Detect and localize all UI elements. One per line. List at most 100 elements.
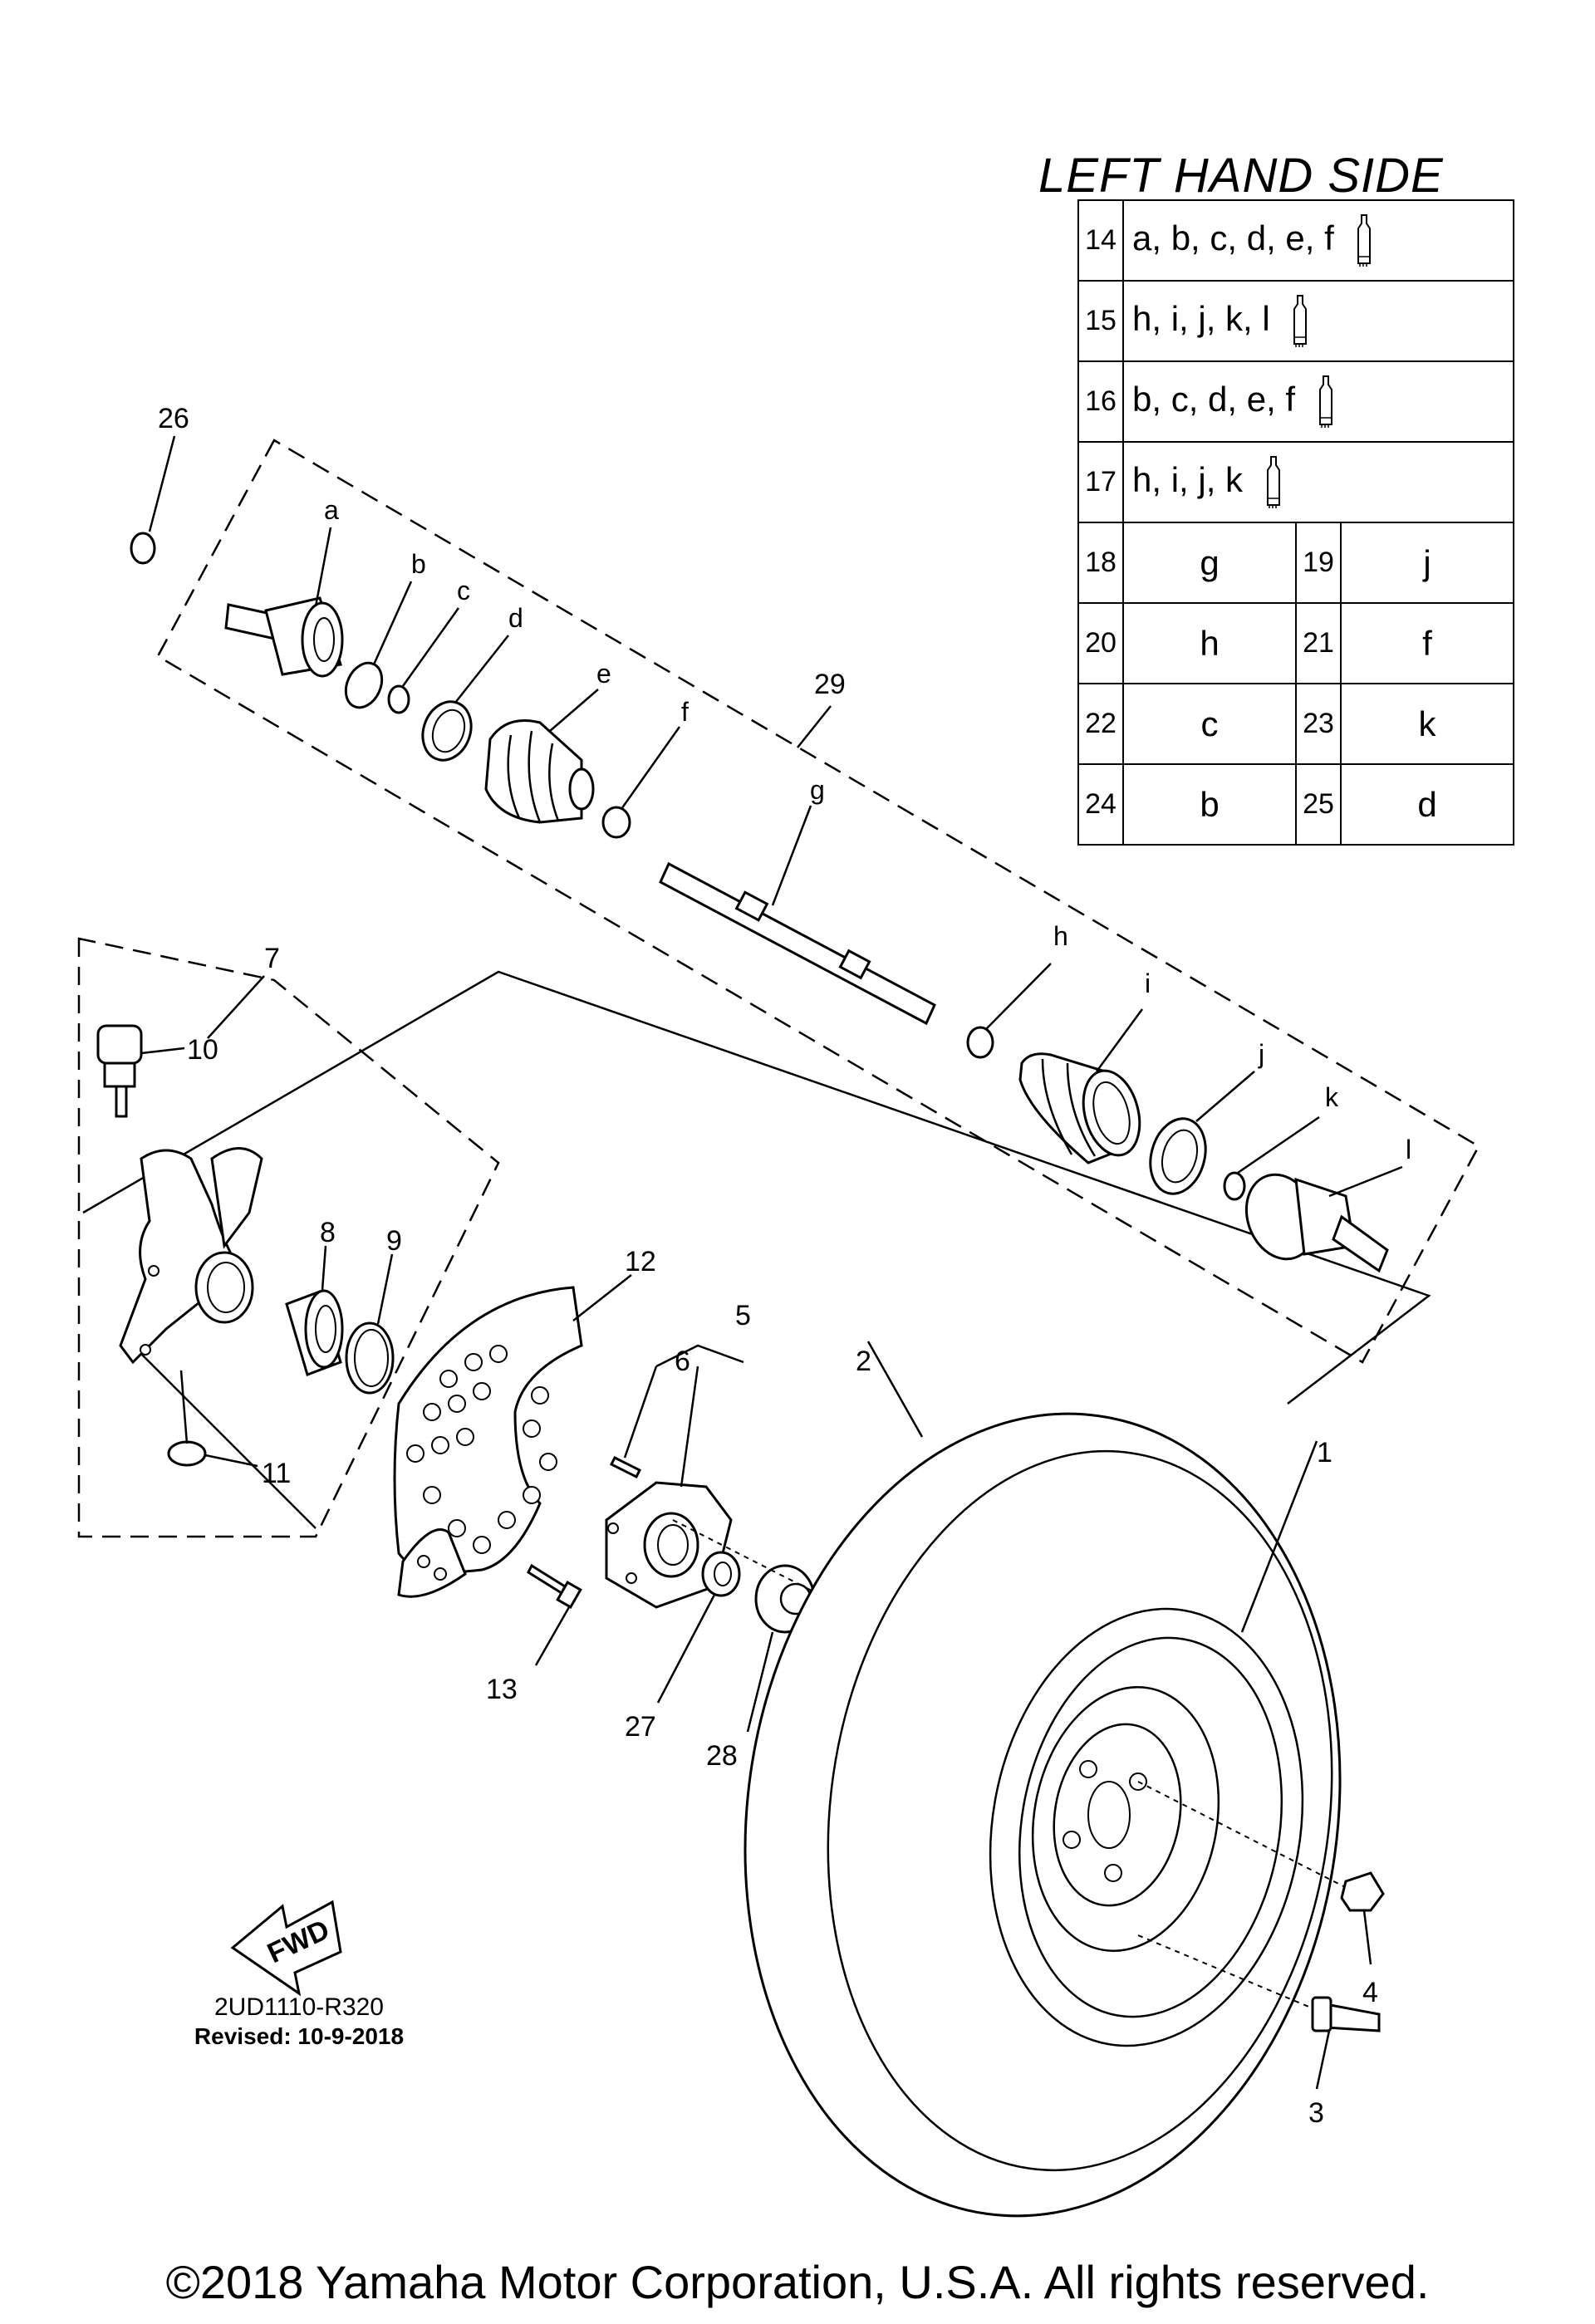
- brake-disc-part-12: [393, 1274, 632, 1573]
- steering-knuckle: [119, 1147, 263, 1365]
- label-h: h: [1053, 921, 1068, 951]
- grease-tube-icon: [1293, 294, 1308, 347]
- lubrication-parts: b, c, d, e, f: [1132, 379, 1296, 419]
- callout-27: 27: [625, 1711, 656, 1743]
- circlip-part-26: [130, 435, 176, 565]
- boot-i: [1018, 1008, 1144, 1164]
- ref-number: 16: [1077, 360, 1124, 443]
- ref-value: j: [1340, 522, 1514, 604]
- ref-number: 17: [1077, 441, 1124, 523]
- table-row: 15 h, i, j, k, l: [1077, 280, 1514, 362]
- label-e: e: [596, 659, 611, 689]
- callout-10: 10: [187, 1034, 218, 1066]
- cv-joint-a: [224, 527, 344, 678]
- label-a: a: [324, 495, 339, 525]
- wheel-nut-part-4: [1137, 1781, 1385, 1965]
- lubrication-table: 14 a, b, c, d, e, f 15 h, i, j, k, l 16 …: [1077, 199, 1514, 846]
- circlip-part-11: [167, 1370, 258, 1468]
- ref-value: b: [1122, 763, 1297, 846]
- callout-4: 4: [1362, 1977, 1378, 2008]
- shaft-g: [659, 805, 936, 1026]
- brake-disc-lower-piece: [397, 1528, 467, 1598]
- revision-date: Revised: 10-9-2018: [194, 2023, 405, 2049]
- callout-11: 11: [262, 1458, 291, 1489]
- tire-part-2: [744, 1341, 1342, 2218]
- circlip-part-9: [345, 1253, 395, 1395]
- boot-band-h: [966, 963, 1052, 1059]
- label-g: g: [810, 775, 825, 805]
- ref-value: c: [1122, 683, 1297, 765]
- callout-5: 5: [735, 1300, 751, 1331]
- assembly-plane-outline: [82, 970, 1431, 1405]
- cv-joint-l: [1244, 1165, 1403, 1273]
- lubrication-parts-cell: h, i, j, k, l: [1122, 280, 1514, 362]
- valve-stem-part-3: [1137, 1934, 1381, 2090]
- ref-number: 24: [1077, 763, 1124, 846]
- label-i: i: [1145, 968, 1151, 998]
- grease-tube-icon: [1357, 213, 1372, 267]
- callout-9: 9: [386, 1225, 402, 1257]
- table-row: 14 a, b, c, d, e, f: [1077, 199, 1514, 282]
- table-row: 22 c 23 k: [1077, 683, 1514, 765]
- label-d: d: [508, 603, 523, 633]
- boot-band-f: [601, 726, 681, 839]
- side-title: LEFT HAND SIDE: [1038, 149, 1444, 203]
- leader-29: [797, 705, 832, 748]
- drive-shaft-assembly-boundary: [156, 439, 1480, 1364]
- lubrication-parts: h, i, j, k, l: [1132, 298, 1270, 338]
- table-row: 16 b, c, d, e, f: [1077, 360, 1514, 443]
- callout-8: 8: [320, 1217, 336, 1248]
- circlip-k: [1223, 1115, 1320, 1201]
- callout-1: 1: [1317, 1437, 1332, 1468]
- callout-2: 2: [856, 1346, 871, 1377]
- table-row: 20 h 21 f: [1077, 602, 1514, 684]
- boot-e: [484, 689, 599, 824]
- lubrication-parts-cell: a, b, c, d, e, f: [1122, 199, 1514, 282]
- ref-number: 14: [1077, 199, 1124, 282]
- ref-number: 15: [1077, 280, 1124, 362]
- callout-6: 6: [675, 1346, 690, 1377]
- label-k: k: [1325, 1082, 1339, 1112]
- callout-29: 29: [814, 669, 846, 700]
- label-j: j: [1258, 1039, 1264, 1069]
- ref-number: 25: [1295, 763, 1342, 846]
- ref-number: 18: [1077, 522, 1124, 604]
- table-row: 24 b 25 d: [1077, 763, 1514, 846]
- callout-12: 12: [625, 1246, 656, 1277]
- bearing-part-8: [285, 1245, 344, 1376]
- wheel-rim-part-1: [989, 1440, 1318, 2047]
- ref-value: k: [1340, 683, 1514, 765]
- circlip-c: [387, 607, 460, 714]
- label-f: f: [681, 697, 689, 727]
- drawing-code: 2UD1110-R320: [213, 1993, 384, 2021]
- label-b: b: [411, 549, 426, 579]
- callout-13: 13: [486, 1674, 518, 1705]
- ref-number: 20: [1077, 602, 1124, 684]
- ref-value: d: [1340, 763, 1514, 846]
- bolt-part-13: [527, 1563, 582, 1666]
- lubrication-parts: a, b, c, d, e, f: [1132, 218, 1334, 257]
- ref-number: 21: [1295, 602, 1342, 684]
- axle-nut-part-27: [656, 1551, 741, 1704]
- bolt-part-6: [609, 1365, 658, 1479]
- lubrication-parts-cell: b, c, d, e, f: [1122, 360, 1514, 443]
- callout-28: 28: [706, 1740, 738, 1772]
- boot-band-j: [1149, 1071, 1255, 1195]
- ref-number: 19: [1295, 522, 1342, 604]
- table-row: 18 g 19 j: [1077, 522, 1514, 604]
- label-c: c: [457, 576, 470, 606]
- lubrication-parts-cell: h, i, j, k: [1122, 441, 1514, 523]
- table-row: 17 h, i, j, k: [1077, 441, 1514, 523]
- ball-joint-part-10: [96, 1024, 185, 1118]
- fwd-arrow-icon: FWD: [230, 1900, 342, 1997]
- callout-3: 3: [1308, 2097, 1324, 2129]
- assembly-plane-lower-edge: [132, 1345, 317, 1529]
- copyright-notice: ©2018 Yamaha Motor Corporation, U.S.A. A…: [165, 2256, 1430, 2308]
- leader-7: [207, 975, 265, 1039]
- grease-tube-icon: [1318, 375, 1332, 428]
- boot-band-d: [421, 635, 509, 762]
- label-l: l: [1406, 1135, 1411, 1164]
- grease-tube-icon: [1266, 455, 1280, 508]
- lubrication-parts: h, i, j, k: [1132, 459, 1244, 499]
